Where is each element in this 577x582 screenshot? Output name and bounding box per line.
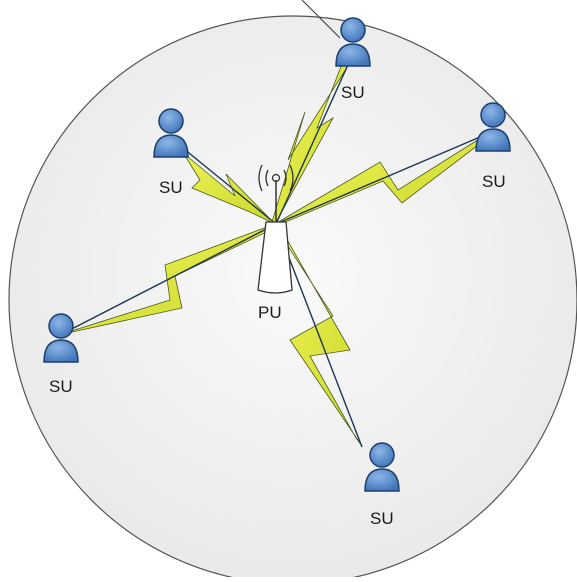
su-label-top: SU [341,83,365,102]
su-label-right: SU [482,172,506,191]
user-icon-right [475,102,511,152]
user-icon-upper-left [153,108,189,158]
antenna-signal-icon [258,164,294,192]
user-icon-bottom [364,442,400,492]
pu-label: PU [258,303,282,322]
coverage-circle [8,15,577,582]
su-label-bottom: SU [370,509,394,528]
link-lines [61,55,495,448]
external-link-line [301,0,341,39]
tower-icon [257,180,293,294]
user-icon-left [43,313,79,363]
su-label-upper-left: SU [159,178,183,197]
su-label-left: SU [49,377,73,396]
user-icon-top [335,17,371,67]
